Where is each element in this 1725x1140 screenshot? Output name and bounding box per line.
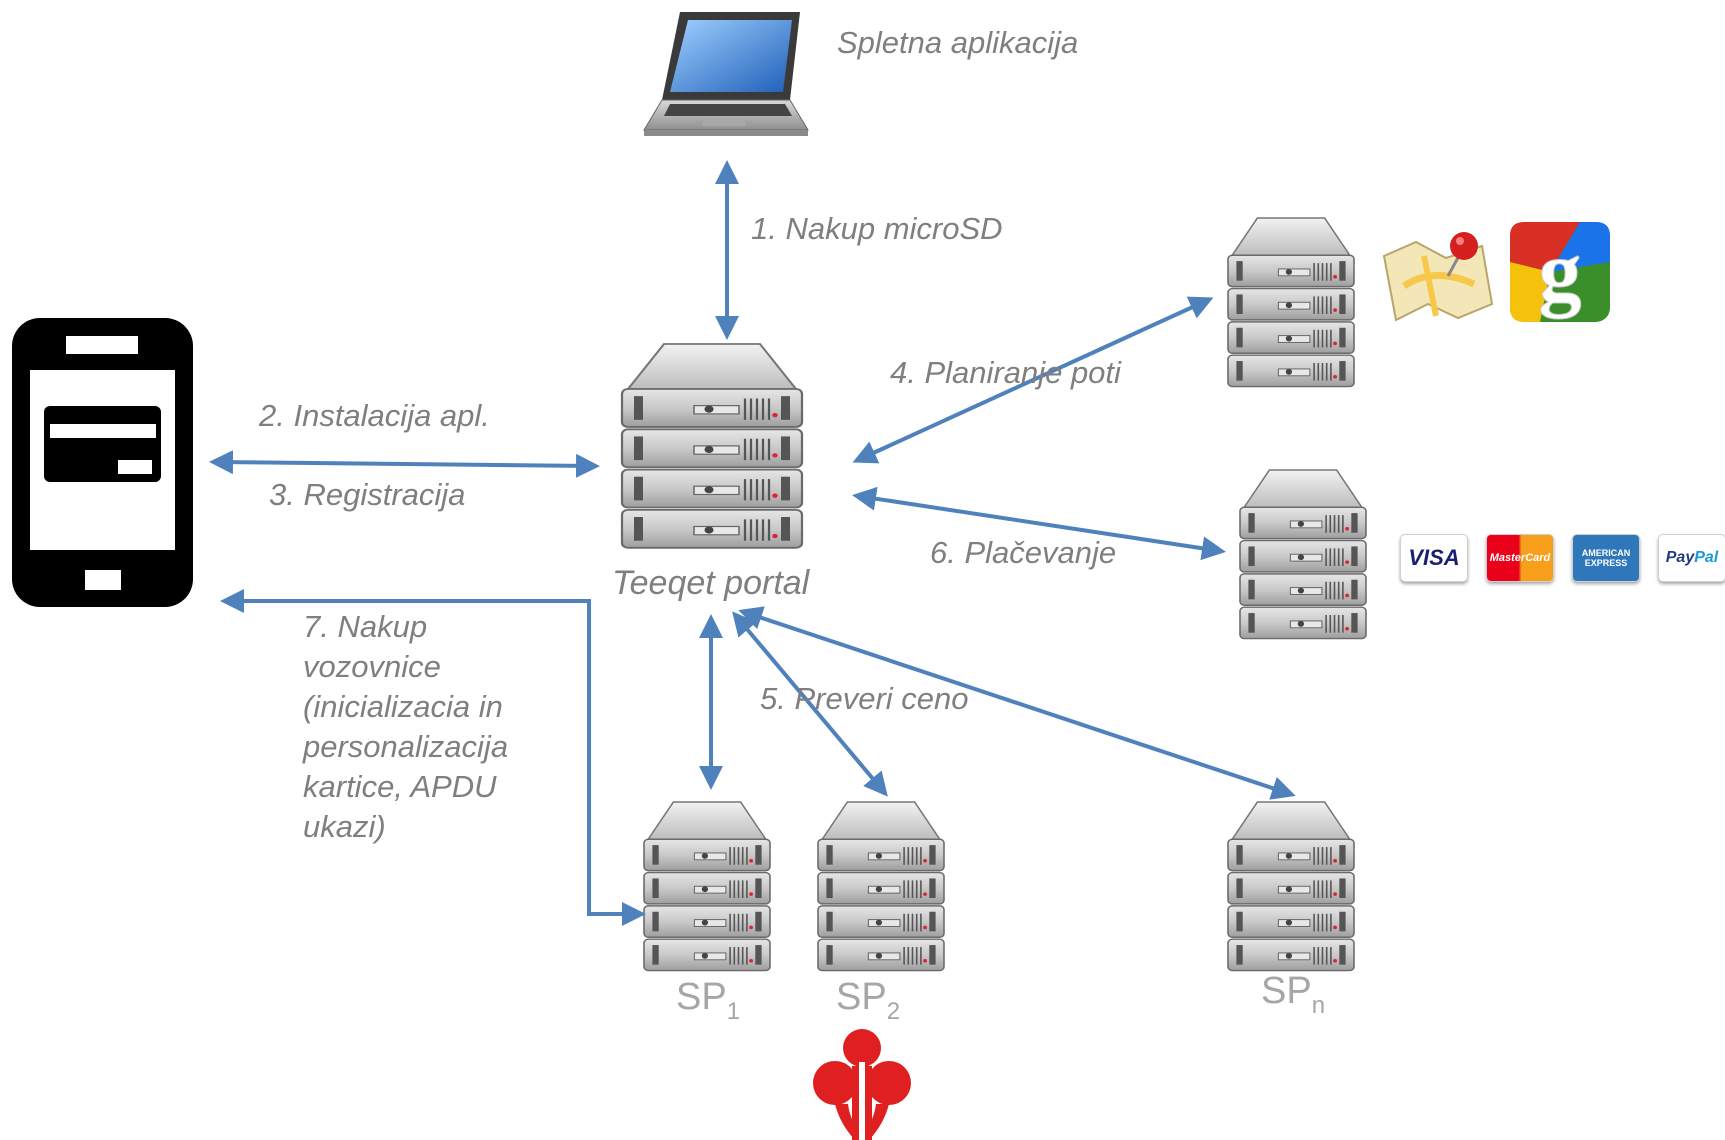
label-sp2: SP2 [836, 976, 900, 1026]
sp1-text: SP [676, 976, 727, 1018]
label-step4: 4. Planiranje poti [890, 355, 1121, 390]
spn-server-icon [1227, 801, 1355, 972]
arrow-portal-spn [738, 606, 1296, 800]
maps-server-icon [1227, 217, 1355, 388]
visa-card-icon: VISA [1400, 534, 1468, 582]
arrow-portal-payment [852, 486, 1226, 561]
logo-icon [813, 1029, 911, 1140]
arrow-portal-maps [852, 296, 1214, 464]
spn-sub: n [1311, 992, 1326, 1019]
label-spn: SPn [1261, 970, 1325, 1020]
payment-server-icon [1239, 469, 1367, 640]
label-step3: 3. Registracija [269, 477, 466, 512]
label-portal: Teeqet portal [612, 564, 810, 602]
smartphone-icon [12, 318, 193, 607]
label-step7: 7. Nakup vozovnice (inicializacia in per… [303, 609, 509, 844]
label-sp1: SP1 [676, 976, 740, 1026]
svg-text:g: g [1539, 223, 1582, 319]
sp2-sub: 2 [886, 998, 901, 1025]
label-step1: 1. Nakup microSD [751, 211, 1003, 246]
maps-icon [1382, 232, 1494, 322]
arrow-phone-portal [209, 450, 600, 478]
label-web-app: Spletna aplikacija [837, 25, 1079, 60]
label-step5: 5. Preveri ceno [760, 681, 969, 716]
sp1-server-icon [643, 801, 771, 972]
mastercard-icon: MasterCard [1486, 534, 1554, 582]
portal-server-icon [620, 342, 804, 549]
sp2-text: SP [836, 976, 887, 1018]
label-step2: 2. Instalacija apl. [259, 398, 490, 433]
sp1-sub: 1 [726, 998, 741, 1025]
sp2-server-icon [817, 801, 945, 972]
spn-text: SP [1261, 970, 1312, 1012]
label-step6: 6. Plačevanje [930, 535, 1117, 570]
arrows [209, 160, 1296, 926]
laptop-icon [643, 12, 809, 136]
arrow-phone-sp1 [220, 589, 646, 926]
google-icon: g [1510, 222, 1610, 322]
